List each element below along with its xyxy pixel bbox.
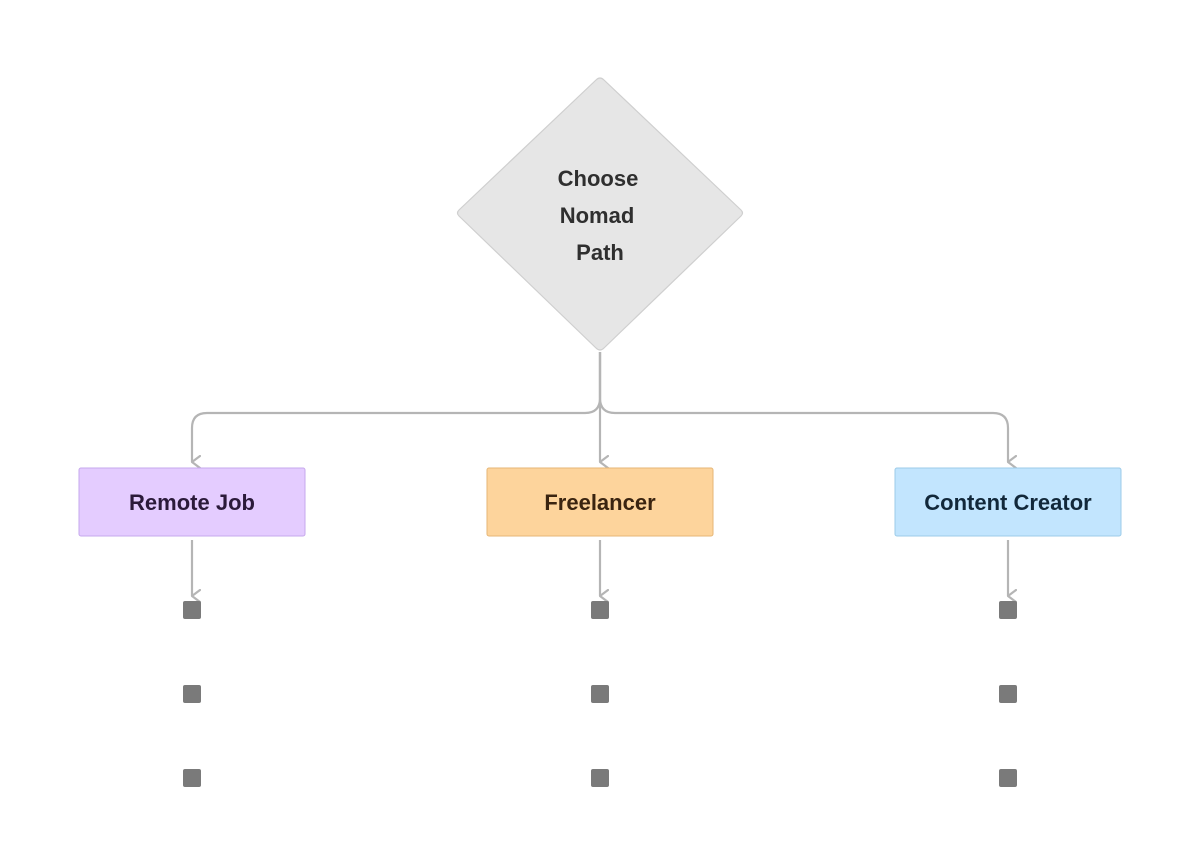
remote-job-label: Remote Job [129, 490, 255, 515]
content-creator-label: Content Creator [924, 490, 1092, 515]
placeholder-square [183, 685, 201, 703]
option-freelancer[interactable]: Freelancer [486, 467, 714, 537]
decision-diamond[interactable] [456, 77, 744, 351]
placeholder-square [183, 601, 201, 619]
option-remote-job[interactable]: Remote Job [78, 467, 306, 537]
sub-connectors [190, 540, 1008, 596]
placeholder-square [999, 685, 1017, 703]
freelancer-label: Freelancer [544, 490, 656, 515]
connectors [190, 352, 1008, 462]
placeholder-square [591, 601, 609, 619]
placeholder-square [999, 601, 1017, 619]
connector-to-remote-job [190, 352, 602, 462]
placeholder-square [591, 685, 609, 703]
freelancer-box[interactable] [486, 467, 714, 537]
placeholder-square [999, 769, 1017, 787]
decision-label-line-1: Choose [558, 166, 639, 191]
placeholder-square [183, 769, 201, 787]
placeholder-square [591, 769, 609, 787]
decision-label-line-2: Nomad [560, 203, 635, 228]
decision-node[interactable]: Choose Nomad Path [456, 77, 744, 351]
decision-label-line-3: Path [576, 240, 624, 265]
content-creator-box[interactable] [894, 467, 1122, 537]
option-content-creator[interactable]: Content Creator [894, 467, 1122, 537]
remote-job-box[interactable] [78, 467, 306, 537]
placeholder-items [183, 601, 1017, 787]
connector-to-content-creator [598, 352, 1008, 462]
